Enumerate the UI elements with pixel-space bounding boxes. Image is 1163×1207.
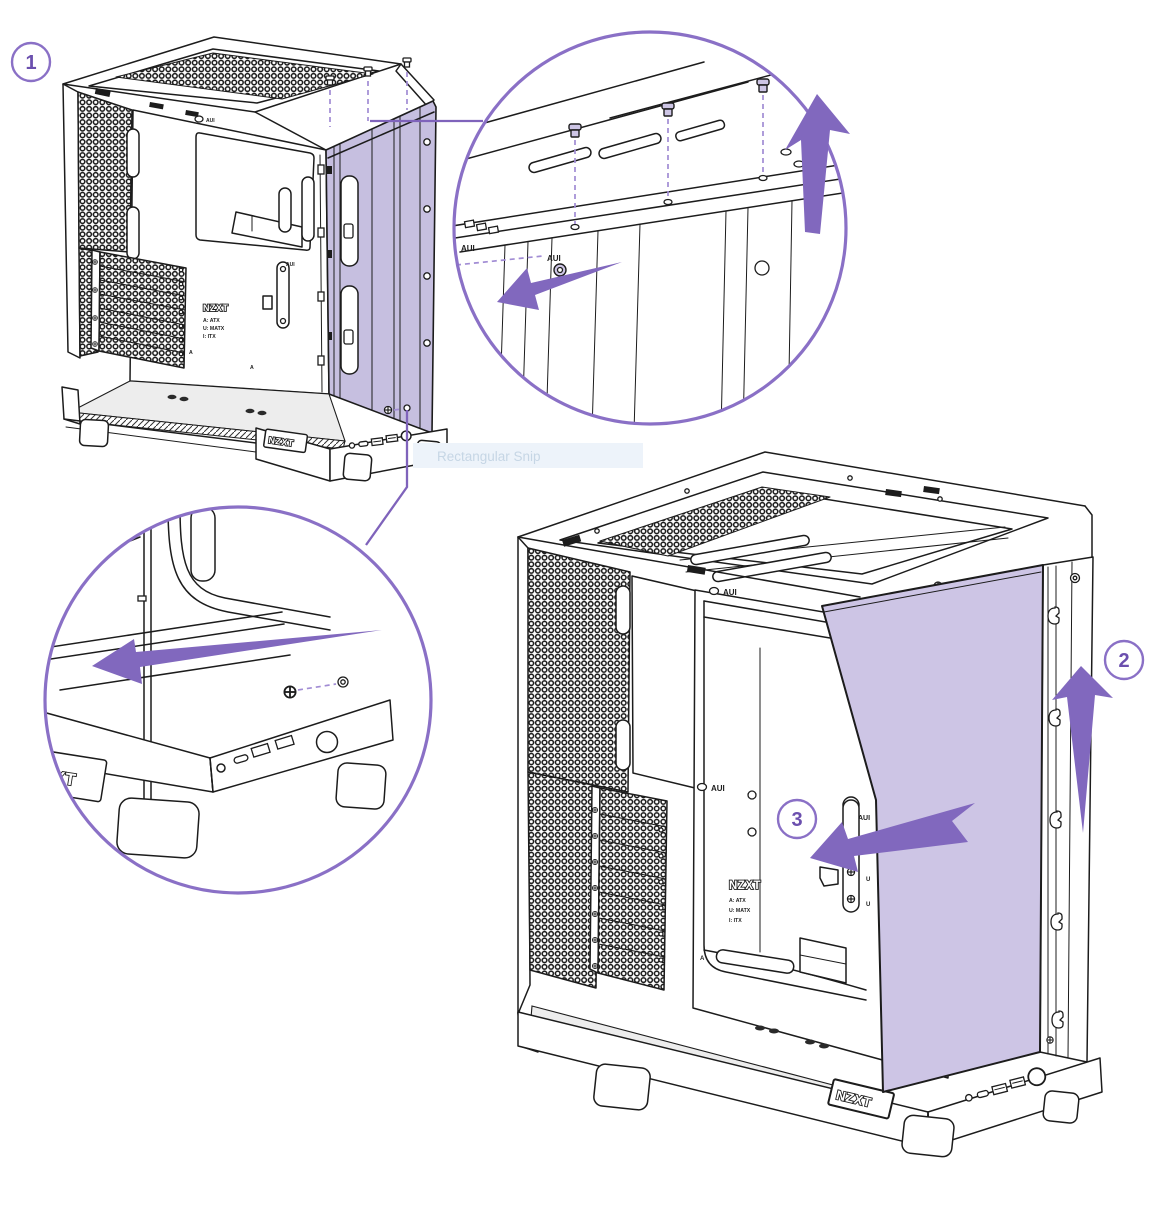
standoff-legend-1b: U: MATX bbox=[203, 326, 225, 332]
aui-marker: AUI bbox=[286, 262, 295, 268]
step-badge-1: 1 bbox=[10, 41, 52, 83]
standoff-legend-2c: I: ITX bbox=[729, 918, 742, 924]
thumbscrew-icon bbox=[325, 75, 335, 86]
usb-c-port-icon bbox=[358, 440, 369, 448]
case-foot bbox=[342, 452, 373, 482]
thumbscrew-icon bbox=[402, 57, 412, 68]
step-badge-3: 3 bbox=[776, 798, 818, 840]
usb-c-port-icon bbox=[976, 1089, 989, 1099]
screw-icon bbox=[443, 263, 451, 271]
step-badge-2: 2 bbox=[1103, 639, 1145, 681]
aui-marker: AUI bbox=[547, 254, 561, 263]
usb-a-port-icon bbox=[991, 1082, 1009, 1096]
standoff-a-marker: A bbox=[189, 350, 193, 356]
step23-case-illustration: AUI AUI AUI AUI U U A NZXT A: ATX U: MAT… bbox=[517, 451, 1113, 1158]
brand-logo-tray-1: NZXT bbox=[203, 303, 229, 313]
svg-text:NZXT: NZXT bbox=[268, 435, 295, 448]
usb-a-port-icon bbox=[250, 742, 271, 758]
callout-connector-bottom bbox=[365, 410, 409, 546]
aui-marker: AUI bbox=[206, 118, 215, 124]
latch-hook-icon bbox=[1048, 708, 1061, 727]
screw-icon bbox=[383, 405, 393, 415]
thumbscrew-icon bbox=[363, 66, 373, 77]
svg-text:3: 3 bbox=[791, 809, 802, 831]
snip-mode-overlay: Rectangular Snip bbox=[413, 443, 643, 468]
case2-front-io bbox=[965, 1067, 1047, 1102]
latch-hook-icon bbox=[1049, 810, 1062, 829]
audio-jack-icon bbox=[348, 442, 356, 449]
aui-marker: AUI bbox=[461, 244, 475, 253]
case2-front-mesh bbox=[527, 547, 631, 793]
up-arrow-icon bbox=[1052, 666, 1113, 833]
case-foot bbox=[1042, 1090, 1080, 1124]
down-left-arrow-icon bbox=[810, 803, 975, 872]
standoff-legend-2b: U: MATX bbox=[729, 908, 751, 914]
power-button-icon bbox=[1027, 1067, 1047, 1087]
aui-marker: AUI bbox=[723, 588, 737, 597]
case1-front-io bbox=[348, 430, 412, 449]
standoff-u-marker: U bbox=[866, 902, 870, 908]
bottom-screw-callout: NZXT bbox=[43, 505, 433, 895]
case-foot bbox=[335, 762, 387, 810]
down-left-arrow-icon bbox=[497, 262, 622, 310]
thumbscrew-icon bbox=[756, 78, 770, 93]
standoff-a-marker: A bbox=[700, 956, 705, 962]
latch-hook-icon bbox=[1050, 912, 1063, 931]
case1-brand-badge: NZXT bbox=[263, 428, 309, 454]
roof-vents bbox=[94, 88, 199, 118]
svg-text:2: 2 bbox=[1118, 650, 1129, 672]
top-screws-callout: AUI AUI bbox=[443, 30, 850, 426]
latch-hook-icon bbox=[1051, 1010, 1064, 1029]
standoff-legend-2a: A: ATX bbox=[729, 898, 746, 904]
snip-mode-label: Rectangular Snip bbox=[437, 449, 541, 464]
usb-a-port-icon bbox=[1009, 1076, 1027, 1089]
case-foot bbox=[78, 418, 110, 448]
brand-logo-tray-2: NZXT bbox=[729, 880, 761, 892]
svg-text:1: 1 bbox=[25, 52, 36, 74]
step1-case-illustration: NZXT A: ATX U: MATX I: ITX AUI AUI A A bbox=[61, 36, 448, 482]
latch-hook-icon bbox=[1047, 606, 1060, 625]
audio-jack-icon bbox=[216, 763, 226, 773]
case1-pci-slots bbox=[98, 251, 187, 369]
up-arrow-icon bbox=[785, 94, 850, 234]
thumbscrew-icon bbox=[661, 102, 675, 117]
case1-front-mesh bbox=[77, 91, 133, 253]
aui-marker: AUI bbox=[858, 815, 870, 822]
screw-icon bbox=[283, 685, 297, 699]
usb-a-port-icon bbox=[274, 734, 295, 750]
case-foot bbox=[593, 1063, 651, 1111]
audio-jack-icon bbox=[965, 1093, 973, 1102]
case-foot bbox=[901, 1114, 955, 1158]
usb-c-port-icon bbox=[233, 754, 249, 764]
power-button-icon bbox=[315, 730, 339, 754]
left-arrow-icon bbox=[92, 630, 382, 684]
case-foot bbox=[116, 797, 200, 859]
aui-marker: AUI bbox=[711, 784, 725, 793]
standoff-u-marker: U bbox=[866, 877, 870, 883]
standoff-a-marker: A bbox=[250, 365, 254, 371]
standoff-legend-1a: A: ATX bbox=[203, 318, 220, 324]
standoff-legend-1c: I: ITX bbox=[203, 334, 216, 340]
case2-brand-badge: NZXT bbox=[827, 1078, 895, 1120]
case2-pci-slots bbox=[597, 787, 668, 991]
thumbscrew-icon bbox=[568, 123, 582, 138]
